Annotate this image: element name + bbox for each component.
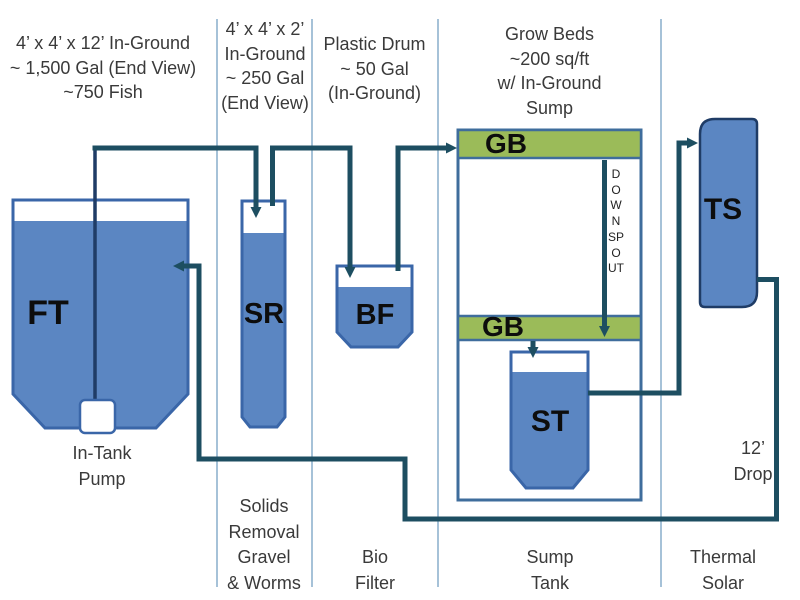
section-divider-3 — [437, 19, 439, 587]
header-line: Grow Beds — [504, 24, 595, 44]
caption-line: Filter — [355, 572, 395, 593]
header-line: ~ 250 Gal — [225, 68, 305, 88]
header-line: ~ 1,500 Gal (End View) — [9, 57, 197, 78]
caption-line: Tank — [530, 572, 570, 593]
thermal-solar-label: TS — [703, 193, 743, 226]
section-divider-1 — [216, 19, 218, 587]
section-divider-4 — [660, 19, 662, 587]
caption-line: Bio — [361, 547, 388, 567]
pipe-bf-to-gb — [395, 142, 457, 271]
fish-tank-shape — [11, 198, 190, 430]
sump-tank-caption: Sump Tank — [491, 545, 609, 596]
in-tank-pump-caption: In-Tank Pump — [52, 441, 152, 492]
caption-line: Solids — [239, 496, 289, 516]
caption-line: Drop — [733, 463, 773, 484]
grow-bed-bottom — [456, 314, 643, 342]
header-line: 4’ x 4’ x 2’ — [225, 19, 305, 39]
bio-filter-label: BF — [355, 299, 395, 331]
downspout-label: DOWNSPOUT — [608, 167, 625, 276]
grow-bed-bottom-label: GB — [482, 311, 524, 342]
bio-filter-water — [337, 287, 412, 347]
pipe-sr-to-bf — [270, 145, 356, 278]
caption-line: Pump — [78, 468, 126, 489]
solids-removal-label: SR — [243, 298, 285, 330]
grow-bed-top-label: GB — [485, 128, 527, 159]
caption-line: 12’ — [740, 438, 766, 458]
header-line: ~200 sq/ft — [509, 48, 590, 69]
header-line: ~ 50 Gal — [340, 58, 409, 79]
sump-tank-label: ST — [530, 405, 570, 438]
grow-beds-header: Grow Beds ~200 sq/ft w/ In-Ground Sump — [467, 22, 632, 120]
section-divider-2 — [311, 19, 313, 587]
bio-filter-shape — [335, 264, 414, 349]
fish-tank-header: 4’ x 4’ x 12’ In-Ground ~ 1,500 Gal (End… — [4, 31, 202, 105]
header-line: w/ In-Ground — [497, 73, 602, 93]
header-line: In-Ground — [224, 43, 306, 64]
pipe-st-to-ts — [588, 137, 698, 396]
pipe-ft-to-sr — [92, 145, 262, 218]
caption-line: Removal — [228, 521, 300, 542]
pipe-ts-return-to-ft — [173, 260, 779, 522]
solids-removal-header: 4’ x 4’ x 2’ In-Ground ~ 250 Gal (End Vi… — [219, 17, 311, 115]
fish-tank-water — [13, 221, 188, 428]
header-line: (In-Ground) — [327, 83, 422, 103]
caption-line: Thermal — [689, 547, 756, 567]
drop-caption: 12’ Drop — [719, 436, 787, 487]
solids-removal-shape — [240, 199, 287, 429]
caption-line: Solar — [701, 572, 745, 593]
grow-bed-top — [456, 128, 643, 160]
bio-filter-caption: Bio Filter — [316, 545, 434, 596]
bio-filter-header: Plastic Drum ~ 50 Gal (In-Ground) — [313, 32, 436, 106]
caption-line: Gravel — [237, 547, 291, 567]
in-tank-pump-shape — [78, 398, 117, 435]
solids-removal-caption: Solids Removal Gravel & Worms — [205, 494, 323, 596]
header-line: 4’ x 4’ x 12’ In-Ground — [15, 33, 191, 53]
header-line: Sump — [525, 97, 574, 118]
sump-tank-water — [511, 372, 588, 488]
header-line: (End View) — [221, 92, 309, 113]
thermal-solar-caption: Thermal Solar — [664, 545, 782, 596]
header-line: ~750 Fish — [63, 82, 143, 102]
caption-line: Sump — [526, 547, 574, 567]
solids-removal-water — [242, 233, 285, 427]
caption-line: & Worms — [227, 572, 301, 593]
thermal-solar-shape — [698, 117, 759, 309]
header-line: Plastic Drum — [323, 34, 426, 54]
caption-line: In-Tank — [72, 443, 132, 463]
fish-tank-label: FT — [27, 294, 69, 332]
sump-tank-shape — [509, 350, 590, 490]
